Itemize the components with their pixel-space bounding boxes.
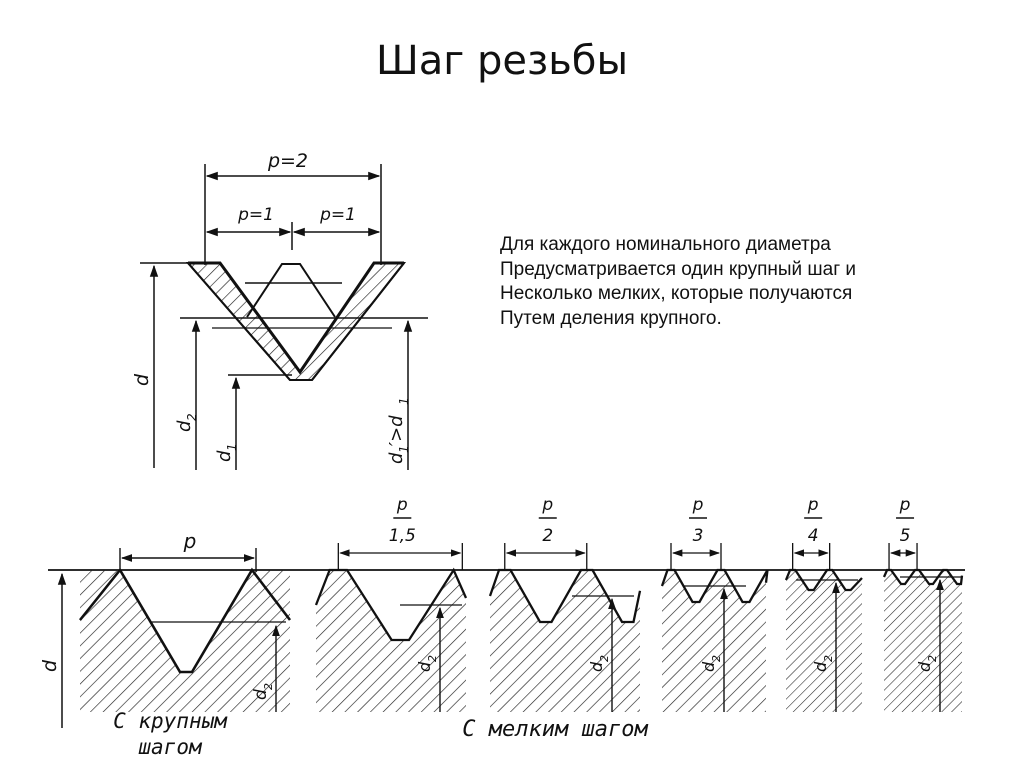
upper-dim-d1prime-sub-b: 1 bbox=[397, 397, 411, 405]
fine-block-5: p 5 d2 bbox=[882, 495, 964, 712]
upper-thread-profile bbox=[185, 261, 407, 381]
fine-block-3: p 3 d2 bbox=[660, 495, 769, 712]
caption-coarse-line-1: С крупным bbox=[113, 709, 228, 733]
fine-block-hatch bbox=[786, 570, 862, 712]
upper-dim-d1-sub: 1 bbox=[225, 443, 239, 451]
d2-label-sub: 2 bbox=[598, 655, 611, 662]
d2-label-sub: 2 bbox=[822, 655, 835, 662]
fine-block-4: p 4 d2 bbox=[784, 495, 863, 712]
upper-dim-d2-sub: 2 bbox=[185, 413, 199, 421]
pitch-fraction-numerator: p bbox=[899, 495, 911, 515]
fine-block-hatch bbox=[662, 570, 768, 712]
fine-block-profile bbox=[314, 567, 468, 642]
d2-label-sub: 2 bbox=[926, 655, 939, 662]
d2-label-group: d2 bbox=[587, 655, 611, 672]
pitch-fraction-denominator: 4 bbox=[808, 526, 819, 546]
caption-fine: С мелким шагом bbox=[462, 717, 648, 742]
description-text: Для каждого номинального диаметра Предус… bbox=[500, 233, 1000, 331]
pitch-fraction-numerator: p bbox=[541, 495, 553, 515]
d2-label: d bbox=[699, 661, 718, 672]
pitch-fraction-numerator: p bbox=[807, 495, 819, 515]
d2-label: d bbox=[587, 661, 606, 672]
upper-dim-d1prime-sub-a: 1 bbox=[397, 445, 411, 453]
fine-block-1: p 1,5 d2 bbox=[314, 495, 468, 712]
description-line-4: Путем деления крупного. bbox=[500, 307, 722, 329]
d2-label: d bbox=[415, 661, 434, 672]
fine-block-hatch bbox=[490, 570, 640, 712]
coarse-pitch-label: p bbox=[183, 529, 197, 553]
d2-label-sub: 2 bbox=[710, 655, 723, 662]
coarse-d2-sub: 2 bbox=[262, 683, 275, 690]
upper-dim-d1prime-d: d bbox=[386, 452, 407, 464]
pitch-fraction-denominator: 2 bbox=[542, 526, 553, 546]
d2-label-sub: 2 bbox=[426, 655, 439, 662]
coarse-thread-block: p d 2 bbox=[78, 529, 292, 712]
pitch-fraction-denominator: 3 bbox=[693, 526, 704, 546]
upper-thread-figure: p=2 p=1 p=1 d d 2 d 1 d bbox=[131, 150, 428, 470]
upper-dim-d2: d bbox=[174, 420, 195, 432]
d2-label-group: d2 bbox=[415, 655, 439, 672]
upper-dim-d1: d bbox=[214, 450, 235, 462]
pitch-fraction-numerator: p bbox=[692, 495, 704, 515]
upper-dim-d: d bbox=[131, 373, 153, 386]
coarse-d2-label: d bbox=[251, 689, 271, 700]
fine-block-profile bbox=[660, 568, 769, 604]
d2-label: d bbox=[811, 661, 830, 672]
pitch-label-p1-right: p=1 bbox=[319, 205, 356, 225]
pitch-fraction-numerator: p bbox=[396, 495, 408, 515]
pitch-label-p1-left: p=1 bbox=[237, 205, 274, 225]
d2-label-group: d2 bbox=[699, 655, 723, 672]
fine-block-hatch bbox=[884, 570, 962, 712]
d2-label-group: d2 bbox=[811, 655, 835, 672]
description-line-2: Предусматривается один крупный шаг и bbox=[500, 258, 857, 280]
pitch-fraction-denominator: 5 bbox=[900, 526, 911, 546]
d2-label: d bbox=[915, 661, 934, 672]
lower-dim-d: d bbox=[39, 659, 61, 672]
caption-coarse-line-2: шагом bbox=[138, 735, 203, 759]
slide-title: Шаг резьбы bbox=[375, 38, 629, 84]
pitch-fraction-denominator: 1,5 bbox=[389, 526, 416, 546]
upper-dim-d1prime-rel: ′>d bbox=[386, 415, 407, 446]
description-line-3: Несколько мелких, которые получаются bbox=[500, 283, 853, 304]
pitch-label-p2: p=2 bbox=[267, 150, 308, 172]
d2-label-group: d2 bbox=[915, 655, 939, 672]
description-line-1: Для каждого номинального диаметра bbox=[500, 234, 831, 255]
upper-fine-tooth bbox=[245, 263, 342, 318]
